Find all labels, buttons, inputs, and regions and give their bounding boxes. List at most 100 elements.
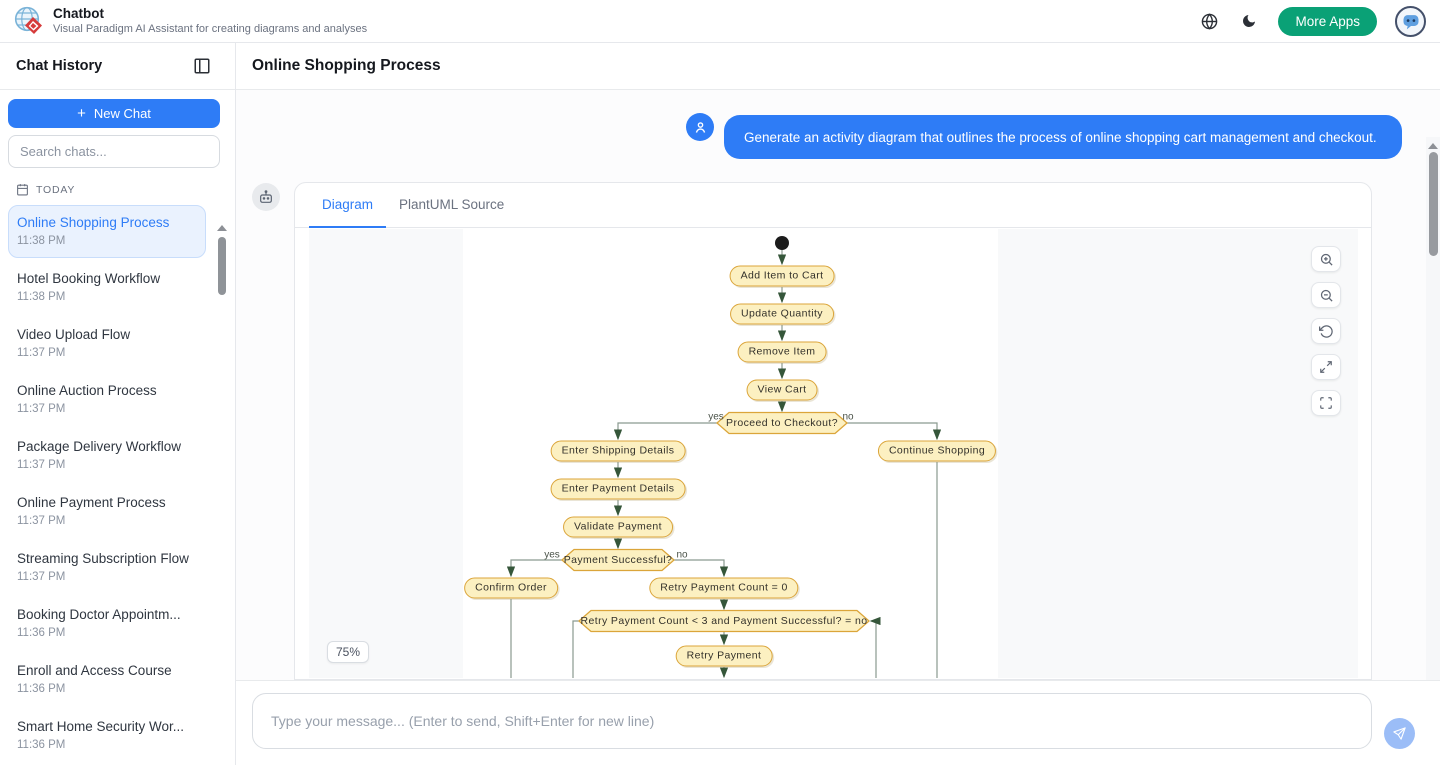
chat-item-title: Package Delivery Workflow xyxy=(17,439,182,454)
chat-item-title: Video Upload Flow xyxy=(17,327,131,342)
more-apps-button[interactable]: More Apps xyxy=(1278,6,1377,36)
diagram-decision-shape xyxy=(716,411,848,435)
sidebar-title: Chat History xyxy=(16,58,103,74)
chat-history-item[interactable]: Online Payment Process 11:37 PM xyxy=(8,485,206,538)
diagram-tab-bar: Diagram PlantUML Source xyxy=(295,183,1371,228)
main-panel: Online Shopping Process Generate an acti… xyxy=(236,43,1440,765)
chat-item-title: Streaming Subscription Flow xyxy=(17,551,189,566)
composer xyxy=(236,680,1440,765)
reset-view-icon[interactable] xyxy=(1311,318,1341,344)
diagram-decision-shape xyxy=(578,609,870,633)
chat-item-title: Smart Home Security Wor... xyxy=(17,719,185,734)
chat-history-item[interactable]: Package Delivery Workflow 11:37 PM xyxy=(8,429,206,482)
diagram-activity-node: Retry Payment Count = 0 xyxy=(649,577,799,599)
zoom-level-badge: 75% xyxy=(327,641,370,663)
message-input[interactable] xyxy=(252,693,1372,749)
chat-item-title: Hotel Booking Workflow xyxy=(17,271,161,286)
chat-item-title: Booking Doctor Appointm... xyxy=(17,607,181,622)
diagram-edges xyxy=(506,250,942,678)
diagram-activity-node: Remove Item xyxy=(737,341,827,363)
chat-list-section-header: TODAY xyxy=(16,183,75,196)
chat-history-list: Online Shopping Process 11:38 PM Hotel Boo… xyxy=(0,205,214,765)
sidebar-scrollbar-thumb[interactable] xyxy=(218,237,226,295)
send-button[interactable] xyxy=(1384,718,1415,749)
chat-history-item[interactable]: Online Shopping Process 11:38 PM xyxy=(8,205,206,258)
diagram-activity-node: Validate Payment xyxy=(563,516,673,538)
plus-icon: + xyxy=(77,105,86,122)
diagram-activity-node: Enter Shipping Details xyxy=(550,440,686,462)
zoom-out-icon[interactable] xyxy=(1311,282,1341,308)
bot-avatar-icon xyxy=(252,183,280,211)
chat-item-time: 11:37 PM xyxy=(17,403,66,415)
section-label: TODAY xyxy=(36,183,76,196)
diagram-edge xyxy=(572,620,579,678)
diagram-edge-label: yes xyxy=(708,411,724,423)
diagram-edge xyxy=(506,559,562,578)
chat-history-item[interactable]: Booking Doctor Appointm... 11:36 PM xyxy=(8,597,206,650)
diagram-decision-shape xyxy=(561,548,675,572)
sidebar-header: Chat History xyxy=(0,43,235,90)
chat-item-time: 11:36 PM xyxy=(17,739,66,751)
app-subtitle: Visual Paradigm AI Assistant for creatin… xyxy=(53,23,368,35)
diagram-edge xyxy=(847,422,942,441)
chat-history-item[interactable]: Online Auction Process 11:37 PM xyxy=(8,373,206,426)
globe-icon[interactable] xyxy=(1198,10,1220,32)
diagram-edge-label: no xyxy=(676,549,688,561)
chat-scrollbar[interactable] xyxy=(1426,137,1440,680)
diagram-edge xyxy=(869,616,881,678)
conversation-title: Online Shopping Process xyxy=(252,57,441,74)
user-avatar-icon xyxy=(686,113,714,141)
visual-paradigm-logo-icon xyxy=(14,6,42,34)
chat-item-title: Online Auction Process xyxy=(17,383,157,398)
chat-item-time: 11:37 PM xyxy=(17,571,66,583)
diagram-decision-label: Payment Successful? xyxy=(563,554,673,566)
chat-item-time: 11:38 PM xyxy=(17,235,66,247)
new-chat-label: New Chat xyxy=(93,106,151,121)
new-chat-button[interactable]: + New Chat xyxy=(8,99,220,128)
diagram-activity-node: Retry Payment xyxy=(675,645,773,667)
expand-icon[interactable] xyxy=(1311,354,1341,380)
app-header: Chatbot Visual Paradigm AI Assistant for… xyxy=(0,0,1440,43)
header-actions: More Apps xyxy=(1198,5,1426,37)
chat-item-time: 11:36 PM xyxy=(17,627,66,639)
diagram-decision-label: Retry Payment Count < 3 and Payment Succ… xyxy=(580,615,868,627)
zoom-in-icon[interactable] xyxy=(1311,246,1341,272)
app-title-block: Chatbot Visual Paradigm AI Assistant for… xyxy=(53,6,367,36)
chat-item-time: 11:37 PM xyxy=(17,515,66,527)
tab-diagram[interactable]: Diagram xyxy=(309,183,387,228)
robot-avatar-icon[interactable] xyxy=(1395,5,1426,37)
chat-item-time: 11:36 PM xyxy=(17,683,66,695)
diagram-activity-node: Update Quantity xyxy=(730,303,834,325)
search-input[interactable] xyxy=(8,135,220,168)
app-title: Chatbot xyxy=(53,6,104,21)
panel-toggle-icon[interactable] xyxy=(193,57,211,75)
fullscreen-icon[interactable] xyxy=(1311,390,1341,416)
calendar-icon xyxy=(17,184,28,196)
tab-plantuml-source[interactable]: PlantUML Source xyxy=(399,197,505,212)
chat-history-item[interactable]: Streaming Subscription Flow 11:37 PM xyxy=(8,541,206,594)
chat-item-title: Online Payment Process xyxy=(17,495,166,510)
chat-item-time: 11:37 PM xyxy=(17,459,66,471)
scroll-up-arrow[interactable] xyxy=(1428,143,1438,149)
diagram-zoom-controls xyxy=(1311,246,1341,416)
diagram-decision-label: Proceed to Checkout? xyxy=(726,417,838,429)
sidebar: Chat History + New Chat TODAY Online Sho… xyxy=(0,43,236,765)
diagram-activity-node: View Cart xyxy=(746,379,818,401)
moon-icon[interactable] xyxy=(1238,10,1260,32)
sidebar-scroll-up-arrow[interactable] xyxy=(217,225,227,231)
chat-item-title: Online Shopping Process xyxy=(17,215,170,230)
diagram-edge xyxy=(674,559,729,578)
diagram-edge xyxy=(613,422,717,441)
diagram-activity-node: Continue Shopping xyxy=(877,440,997,462)
diagram-start-node xyxy=(775,236,789,250)
chat-scrollbar-thumb[interactable] xyxy=(1429,152,1438,256)
diagram-activity-node: Confirm Order xyxy=(464,577,558,599)
chat-history-item[interactable]: Smart Home Security Wor... 11:36 PM xyxy=(8,709,206,762)
diagram-activity-node: Add Item to Cart xyxy=(729,265,835,287)
